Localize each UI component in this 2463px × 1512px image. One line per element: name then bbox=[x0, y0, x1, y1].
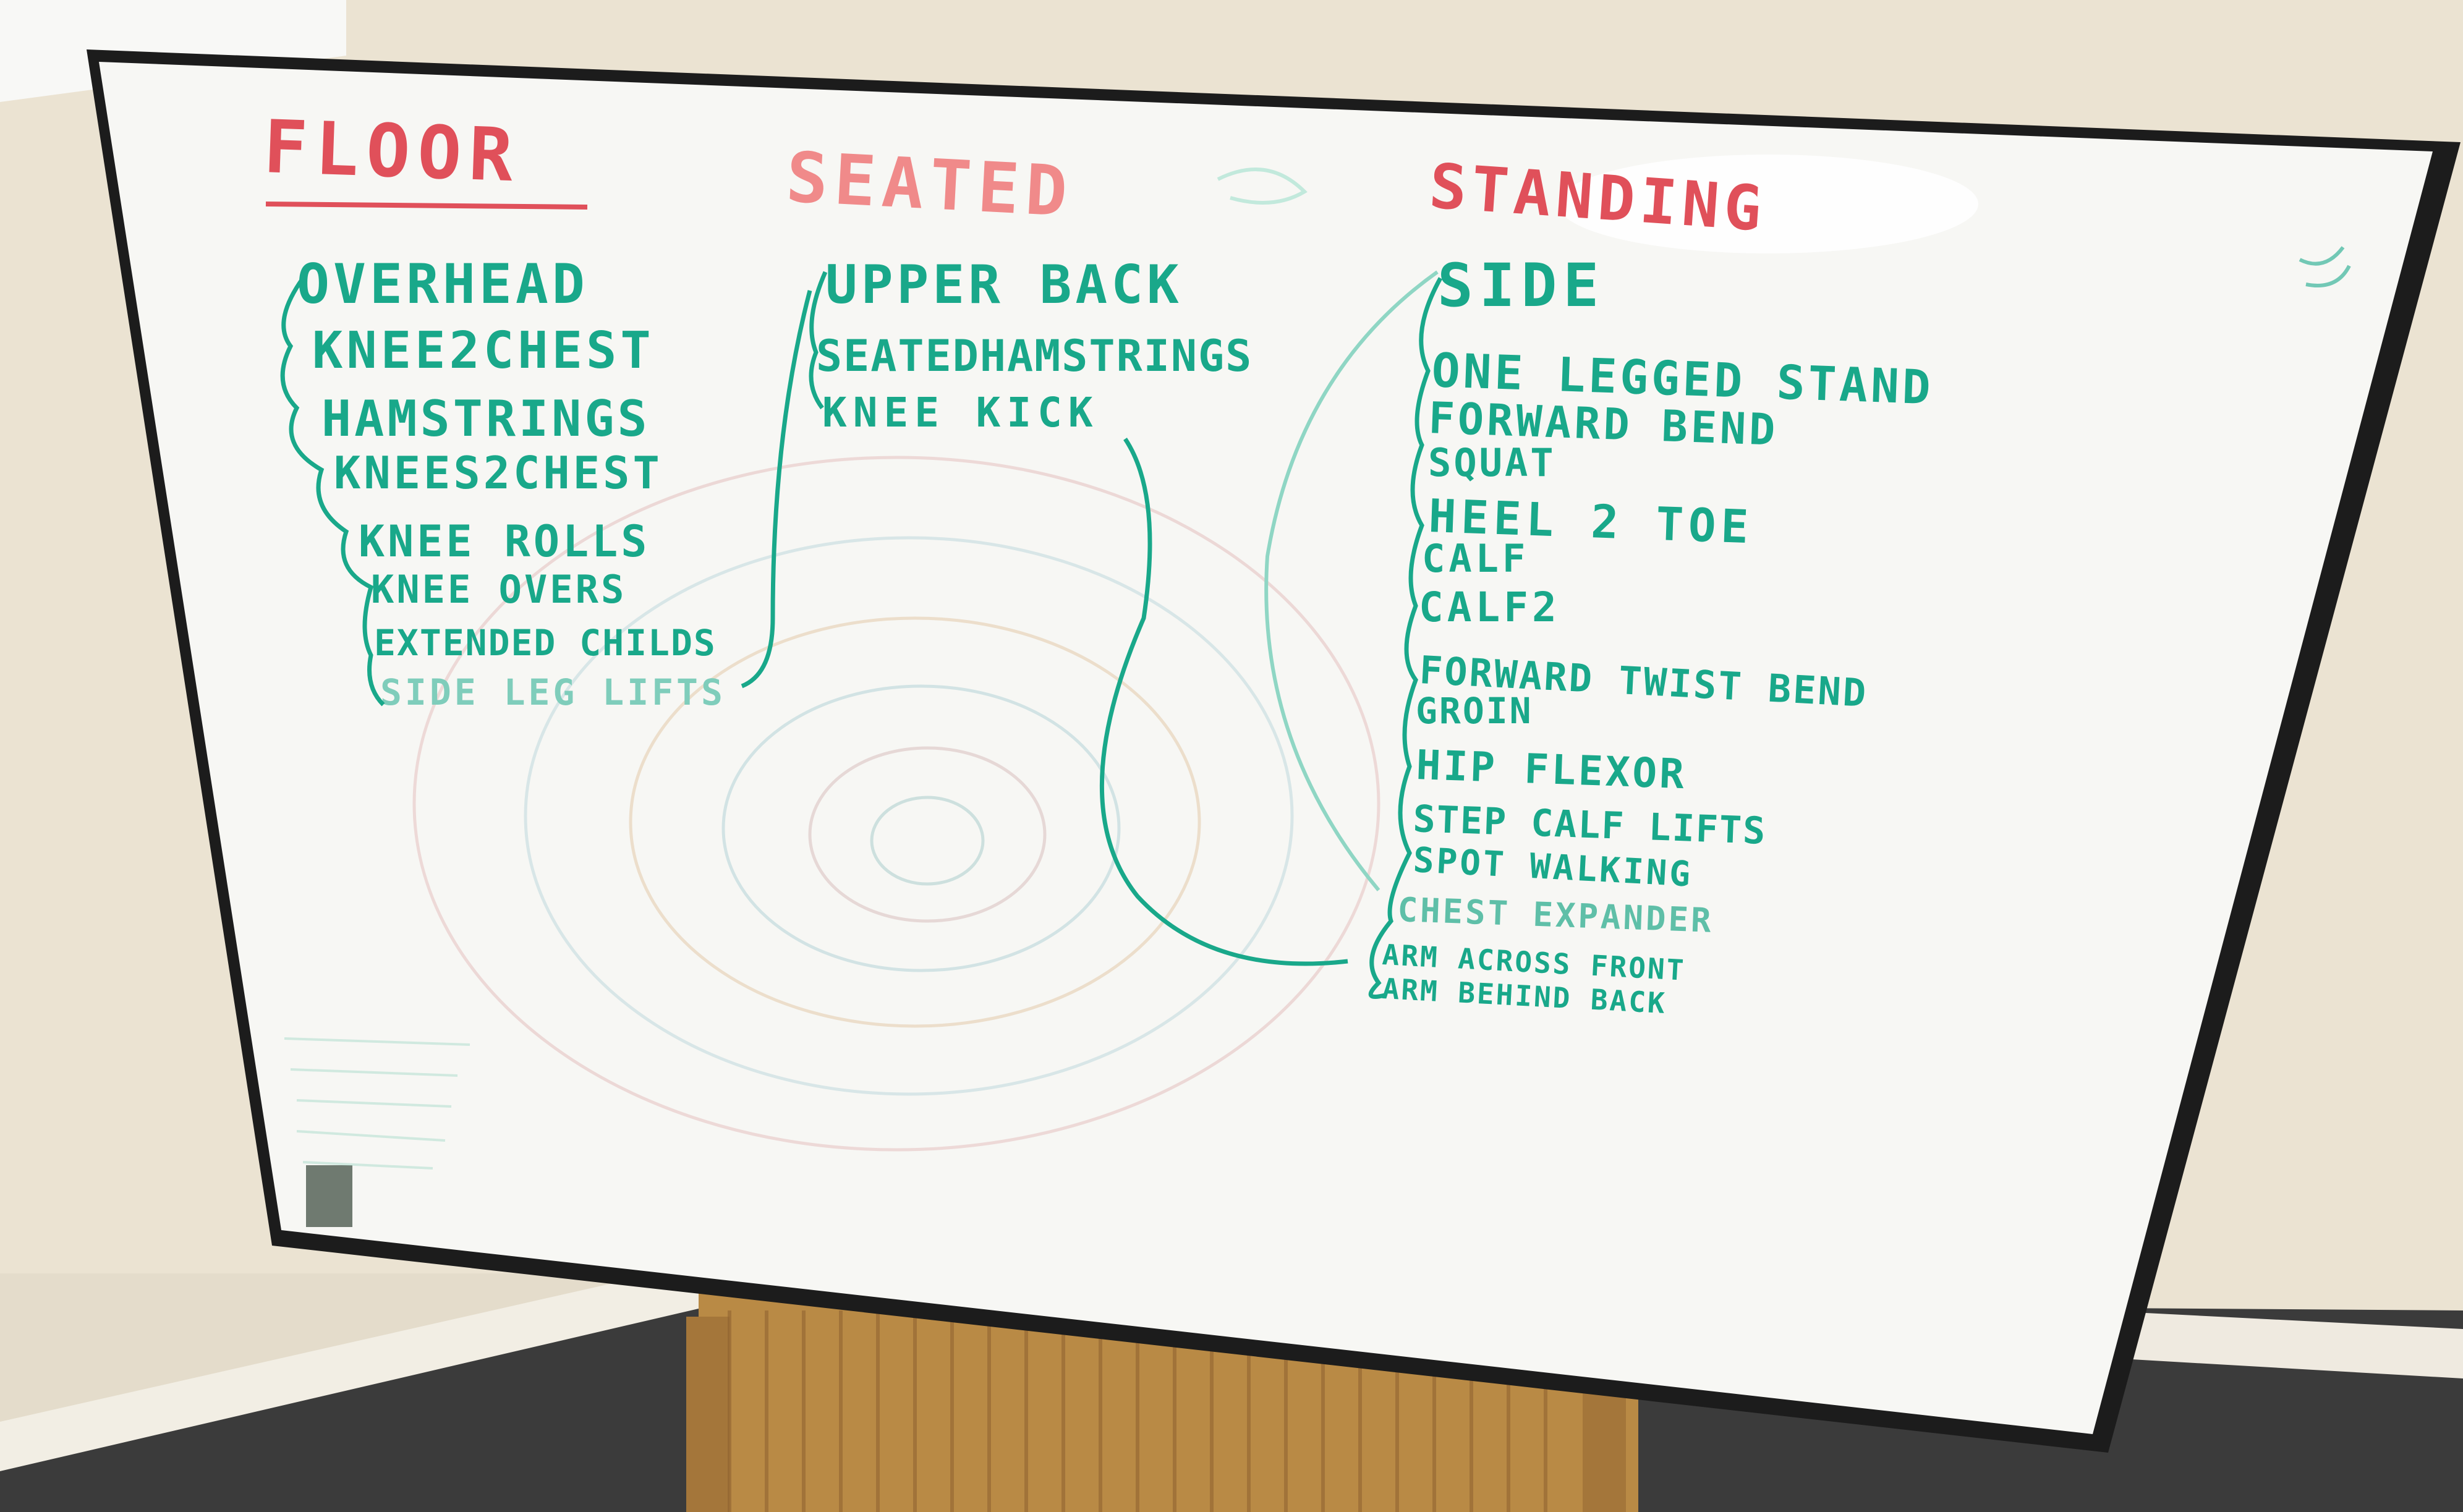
skirting-board bbox=[0, 1261, 717, 1471]
list-item: GROIN bbox=[1416, 690, 1533, 732]
list-item: KNEE KICK bbox=[822, 389, 1099, 436]
list-item: HAMSTRINGS bbox=[321, 390, 650, 448]
knee-kick-arrow bbox=[1099, 438, 1348, 966]
list-item: CALF bbox=[1422, 536, 1529, 581]
ghost-writing bbox=[284, 1037, 470, 1170]
floor-connector-line bbox=[280, 276, 385, 707]
list-item: FORWARD BEND bbox=[1427, 393, 1779, 456]
list-item: EXTENDED CHILDS bbox=[374, 622, 717, 664]
glare bbox=[1558, 155, 1978, 253]
list-item: SEATEDHAMSTRINGS bbox=[816, 331, 1253, 381]
heading-floor-underline bbox=[265, 202, 588, 210]
standing-list: SIDE ONE LEGGED STAND FORWARD BEND SQUAT… bbox=[1381, 251, 1934, 1020]
list-item: OVERHEAD bbox=[297, 252, 589, 316]
heading-floor: FLOOR bbox=[262, 104, 522, 198]
list-item: KNEE ROLLS bbox=[359, 516, 650, 567]
whiteboard-surface bbox=[99, 62, 2433, 1434]
list-item: SIDE bbox=[1437, 251, 1605, 320]
list-item: CALF2 bbox=[1419, 584, 1560, 631]
seated-connector-line bbox=[741, 271, 828, 689]
list-item: HEEL 2 TOE bbox=[1427, 490, 1754, 554]
list-item: HIP FLEXOR bbox=[1415, 741, 1687, 798]
paper-sheet bbox=[0, 0, 346, 102]
list-item: KNEE OVERS bbox=[371, 567, 626, 612]
ghost-spiral-drawing bbox=[412, 456, 1380, 1152]
list-item: KNEES2CHEST bbox=[334, 447, 663, 499]
floor-list: OVERHEAD KNEE2CHEST HAMSTRINGS KNEES2CHE… bbox=[297, 252, 726, 713]
heading-seated: SEATED bbox=[785, 137, 1076, 232]
list-item: UPPER BACK bbox=[825, 254, 1183, 316]
doodle bbox=[1217, 168, 1308, 205]
doodle bbox=[2299, 246, 2351, 287]
list-item: SIDE LEG LIFTS bbox=[380, 671, 726, 713]
list-item: SQUAT bbox=[1428, 440, 1556, 485]
standing-connector-line bbox=[1368, 277, 1443, 999]
standing-side-arrow bbox=[1264, 270, 1439, 891]
list-item: KNEE2CHEST bbox=[312, 321, 655, 380]
seated-list: UPPER BACK SEATEDHAMSTRINGS KNEE KICK bbox=[816, 254, 1253, 436]
sticker bbox=[306, 1165, 352, 1227]
